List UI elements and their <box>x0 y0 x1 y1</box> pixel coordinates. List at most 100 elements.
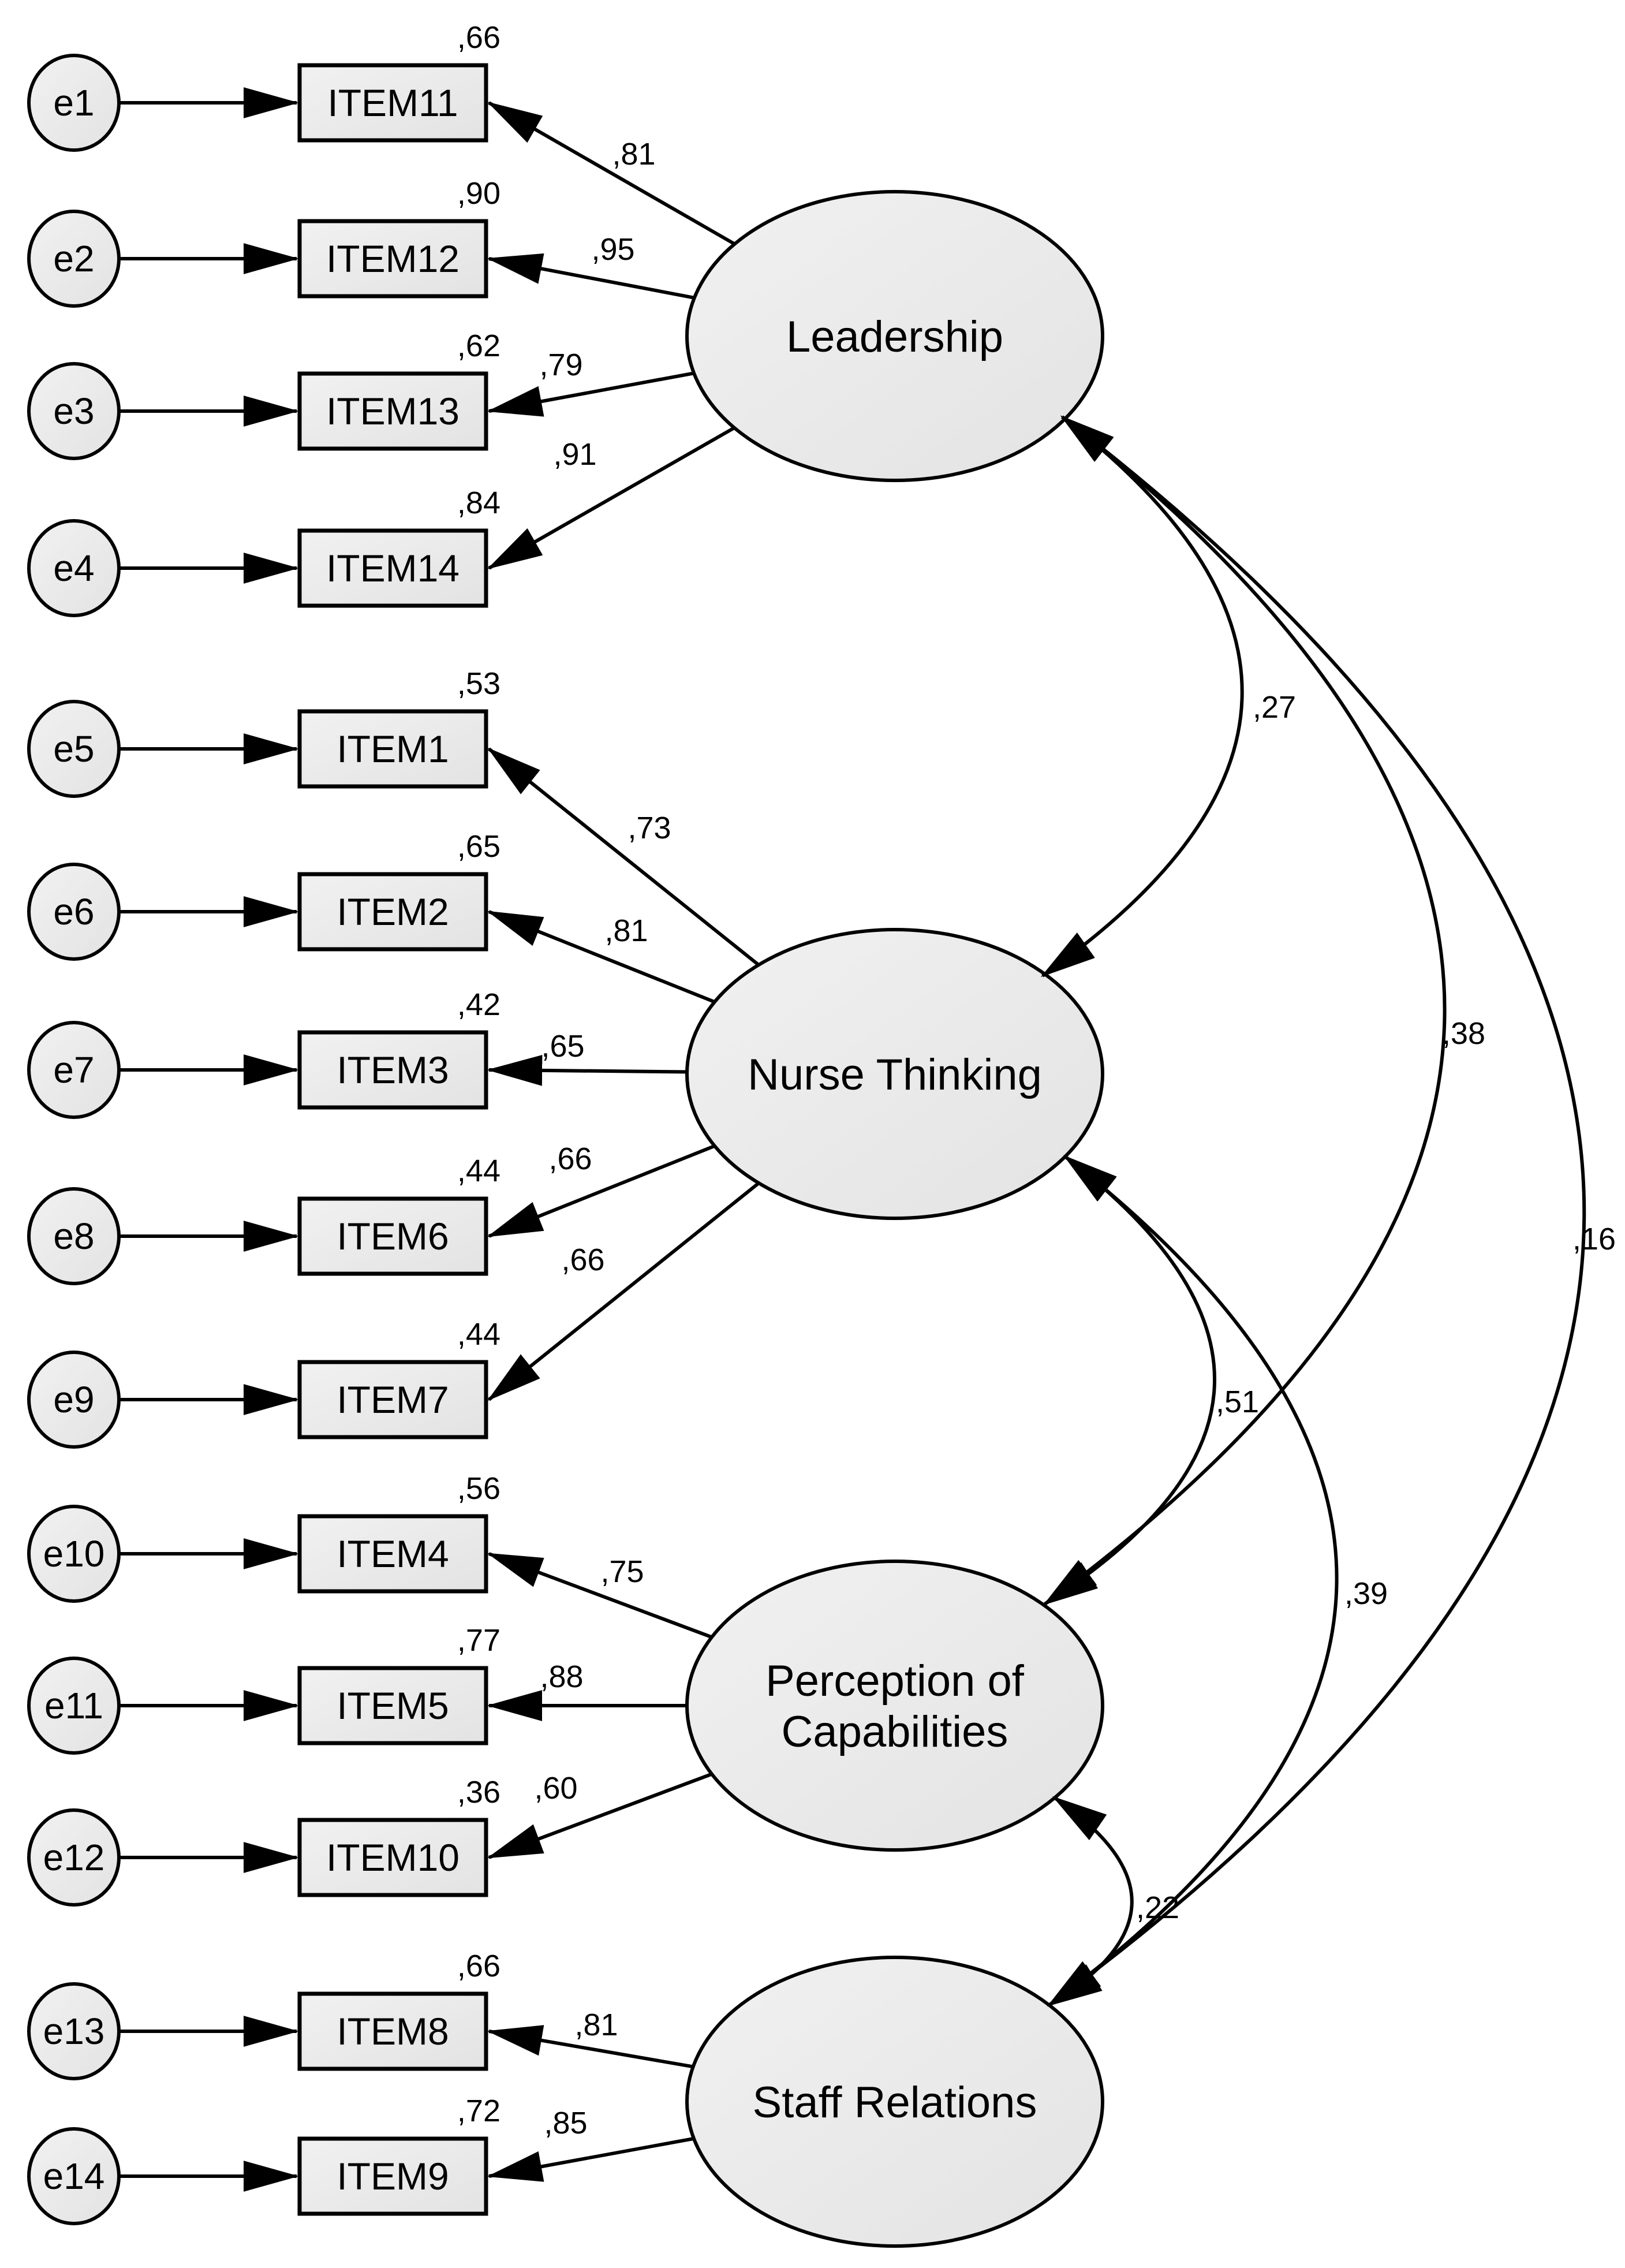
factor-loading-label: ,66 <box>561 1243 604 1277</box>
squared-multiple-correlation-label: ,42 <box>457 987 500 1022</box>
latent-label-perception-of-capabilities: Capabilities <box>782 1707 1008 1756</box>
latent-ellipse-leadership <box>685 190 1104 482</box>
error-label: e9 <box>53 1379 94 1420</box>
factor-loading-label: ,88 <box>540 1659 583 1694</box>
squared-multiple-correlation-label: ,90 <box>457 176 500 211</box>
error-circle-e6 <box>27 863 121 961</box>
squared-multiple-correlation-label: ,72 <box>457 2094 500 2128</box>
covariance-label: ,51 <box>1216 1385 1259 1419</box>
squared-multiple-correlation-label: ,36 <box>457 1775 500 1810</box>
shapes-layer <box>27 54 1104 2248</box>
error-label: e5 <box>53 728 94 770</box>
squared-multiple-correlation-label: ,84 <box>457 486 500 520</box>
factor-loading-label: ,79 <box>539 348 582 382</box>
latent-label-nurse-thinking: Nurse Thinking <box>748 1050 1042 1099</box>
observed-box-ITEM3 <box>297 1030 488 1110</box>
error-label: e1 <box>53 82 94 124</box>
covariance-curve-cov-perception-staff-relations <box>1047 1796 1134 2007</box>
observed-label: ITEM14 <box>326 547 460 590</box>
latent-label-perception-of-capabilities: Perception of <box>765 1657 1025 1706</box>
observed-box-ITEM14 <box>297 528 488 608</box>
factor-loading-label: ,66 <box>548 1142 592 1176</box>
squared-multiple-correlation-label: ,66 <box>457 1949 500 1983</box>
error-label: e13 <box>43 2010 105 2052</box>
squared-multiple-correlation-label: ,65 <box>457 829 500 864</box>
latent-ellipse-staff-relations <box>685 1956 1104 2248</box>
observed-box-ITEM9 <box>297 2136 488 2216</box>
covariance-curve-cov-leadership-nurse-thinking <box>1040 415 1244 978</box>
covariance-layer <box>1040 415 1586 2007</box>
squared-multiple-correlation-label: ,44 <box>457 1154 500 1188</box>
covariance-label: ,16 <box>1572 1222 1616 1256</box>
observed-label: ITEM4 <box>337 1532 449 1575</box>
error-circle-e5 <box>27 700 121 798</box>
covariance-curve-cov-nurse-thinking-staff-relations <box>1047 1155 1339 2007</box>
observed-box-ITEM2 <box>297 872 488 952</box>
observed-box-ITEM5 <box>297 1666 488 1745</box>
squared-multiple-correlation-label: ,77 <box>457 1623 500 1658</box>
error-circle-e3 <box>27 362 121 460</box>
observed-label: ITEM5 <box>337 1684 449 1727</box>
latent-label-staff-relations: Staff Relations <box>753 2078 1037 2127</box>
error-label: e11 <box>44 1685 103 1726</box>
observed-label: ITEM1 <box>337 728 449 770</box>
observed-label: ITEM13 <box>326 390 460 432</box>
error-circle-e2 <box>27 210 121 308</box>
covariance-curve-cov-leadership-staff-relations <box>1047 415 1586 2007</box>
observed-label: ITEM8 <box>337 2010 449 2053</box>
observed-label: ITEM6 <box>337 1215 449 1258</box>
squared-multiple-correlation-label: ,66 <box>457 20 500 55</box>
error-circle-e10 <box>27 1505 121 1603</box>
covariance-curve-cov-nurse-thinking-perception <box>1043 1155 1217 1606</box>
factor-loading-label: ,95 <box>591 232 634 267</box>
error-label: e3 <box>53 390 94 432</box>
squared-multiple-correlation-label: ,44 <box>457 1317 500 1352</box>
observed-label: ITEM12 <box>326 237 460 280</box>
observed-box-ITEM13 <box>297 371 488 451</box>
observed-box-ITEM4 <box>297 1514 488 1594</box>
factor-loading-label: ,60 <box>534 1771 577 1806</box>
covariance-label: ,22 <box>1136 1890 1179 1925</box>
factor-loading-label: ,81 <box>574 2008 618 2042</box>
observed-label: ITEM11 <box>327 81 458 124</box>
error-circle-e13 <box>27 1982 121 2080</box>
covariance-label: ,27 <box>1253 690 1296 725</box>
squared-multiple-correlation-label: ,56 <box>457 1471 500 1506</box>
observed-label: ITEM2 <box>337 890 449 933</box>
error-label: e7 <box>53 1049 94 1091</box>
factor-loading-label: ,85 <box>544 2106 587 2140</box>
observed-label: ITEM7 <box>337 1378 449 1421</box>
factor-loading-label: ,65 <box>541 1029 584 1064</box>
observed-box-ITEM10 <box>297 1818 488 1897</box>
error-circle-e7 <box>27 1021 121 1119</box>
error-circle-e1 <box>27 54 121 152</box>
factor-loading-label: ,81 <box>612 137 655 171</box>
covariance-curve-cov-leadership-perception <box>1043 415 1447 1606</box>
covariance-label: ,39 <box>1344 1576 1388 1611</box>
error-circle-e4 <box>27 519 121 617</box>
error-circle-e11 <box>27 1657 121 1755</box>
error-label: e8 <box>53 1215 94 1257</box>
error-label: e12 <box>43 1837 105 1878</box>
error-label: e14 <box>43 2155 105 2197</box>
covariance-label: ,38 <box>1442 1016 1485 1051</box>
error-label: e2 <box>53 238 94 279</box>
squared-multiple-correlation-label: ,53 <box>457 666 500 701</box>
error-label: e10 <box>43 1533 105 1575</box>
observed-box-ITEM7 <box>297 1360 488 1439</box>
observed-box-ITEM6 <box>297 1196 488 1276</box>
error-circle-e12 <box>27 1808 121 1907</box>
error-label: e6 <box>53 891 94 932</box>
observed-box-ITEM8 <box>297 1991 488 2071</box>
factor-loading-label: ,81 <box>604 913 648 948</box>
latent-label-leadership: Leadership <box>786 312 1003 361</box>
observed-label: ITEM9 <box>337 2155 449 2198</box>
observed-label: ITEM10 <box>326 1836 460 1879</box>
squared-multiple-correlation-label: ,62 <box>457 329 500 363</box>
observed-box-ITEM1 <box>297 709 488 789</box>
factor-loading-label: ,91 <box>553 437 596 472</box>
factor-loading-label: ,73 <box>627 811 671 845</box>
labels-layer: ITEM11e1,66,81ITEM12e2,90,95ITEM13e3,62,… <box>43 20 1616 2198</box>
